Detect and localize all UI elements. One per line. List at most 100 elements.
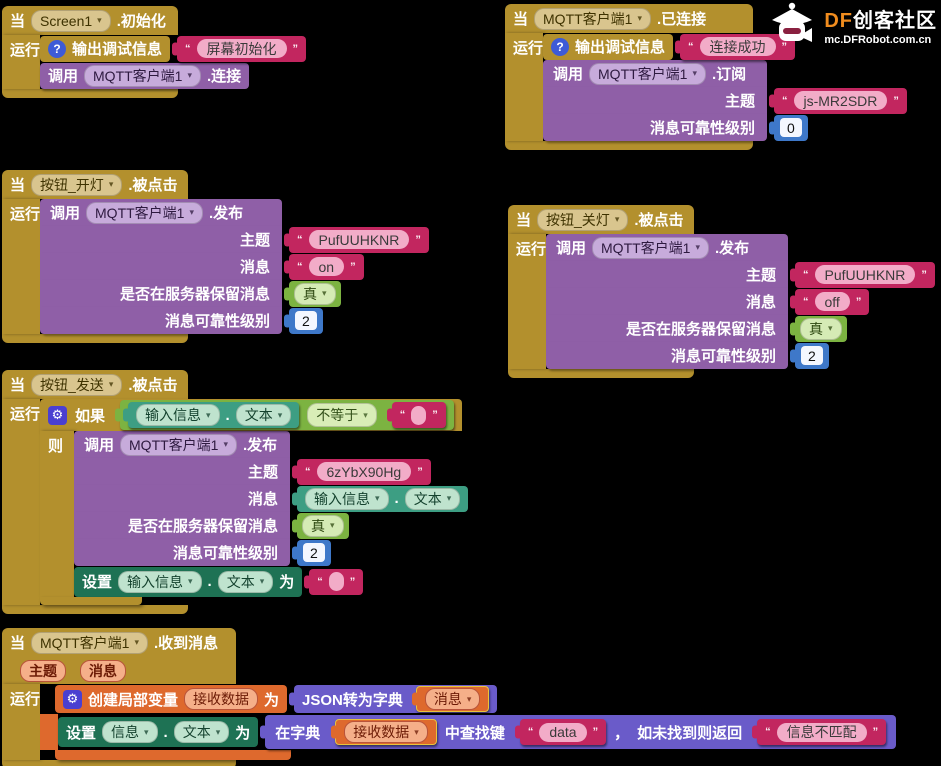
question-icon[interactable]: ? xyxy=(551,37,569,56)
component-dropdown[interactable]: Screen1 ▾ xyxy=(31,9,111,32)
call-publish-block[interactable]: 调用 MQTT客户端1 ▾ .发布 主题 xyxy=(74,431,469,566)
component-dropdown[interactable]: 按钮_发送 ▾ xyxy=(31,373,123,396)
debug-info-block[interactable]: ? 输出调试信息 xyxy=(543,33,674,60)
variable-dropdown[interactable]: 消息 ▾ xyxy=(424,688,481,710)
property-dropdown[interactable]: 文本 ▾ xyxy=(173,721,230,743)
property-dropdown[interactable]: 文本 ▾ xyxy=(404,487,461,510)
call-subscribe-block[interactable]: 调用 MQTT客户端1 ▾ .订阅 主题 “ xyxy=(543,60,907,141)
string-block-fallback[interactable]: “ 信息不匹配 ” xyxy=(757,719,887,745)
empty-string-block[interactable]: “ ” xyxy=(391,402,446,428)
dict-lookup-block[interactable]: 在字典 接收数据 ▾ 中查找键 “ data ” xyxy=(265,715,897,749)
string-value[interactable]: data xyxy=(539,722,587,742)
component-dropdown[interactable]: MQTT客户端1 ▾ xyxy=(592,236,709,259)
debug-info-block[interactable]: ? 输出调试信息 xyxy=(40,35,171,62)
event-block-mqtt-connected[interactable]: 当 MQTT客户端1 ▾ .已连接 运行 ? 输出调试信息 “ 连接成 xyxy=(505,4,907,150)
string-block-topic[interactable]: “ PufUUHKNR ” xyxy=(289,226,429,253)
local-variable-block[interactable]: ⚙ 创建局部变量 接收数据 为 xyxy=(55,685,288,713)
component-dropdown[interactable]: 按钮_开灯 ▾ xyxy=(31,173,123,196)
number-block-qos[interactable]: 2 xyxy=(297,539,331,566)
number-block-qos[interactable]: 2 xyxy=(795,342,829,369)
call-connect-block[interactable]: 调用 MQTT客户端1 ▾ .连接 xyxy=(40,62,250,89)
number-value[interactable]: 0 xyxy=(780,118,802,137)
call-publish-block[interactable]: 调用 MQTT客户端1 ▾ .发布 主题 “ PufUUHKNR xyxy=(546,234,935,369)
string-block-topic[interactable]: “ js-MR2SDR ” xyxy=(774,87,907,114)
event-block-btn-send[interactable]: 当 按钮_发送 ▾ .被点击 运行 ⚙ 如果 xyxy=(2,370,469,614)
json-to-dict-block[interactable]: JSON转为字典 消息 ▾ xyxy=(294,685,498,713)
component-dropdown[interactable]: 输入信息 ▾ xyxy=(136,404,220,426)
variable-getter-block[interactable]: 消息 ▾ xyxy=(415,686,490,712)
variable-dropdown[interactable]: 接收数据 ▾ xyxy=(344,721,428,743)
string-block[interactable]: “ 屏幕初始化 ” xyxy=(177,35,307,62)
property-setter-block[interactable]: 设置 信息 ▾ . 文本 ▾ 为 xyxy=(58,717,259,747)
string-block-topic[interactable]: “ 6zYbX90Hg ” xyxy=(297,458,431,485)
string-value[interactable] xyxy=(411,405,427,425)
param-message[interactable]: 消息 xyxy=(80,659,126,682)
string-value[interactable]: js-MR2SDR xyxy=(793,91,888,110)
component-dropdown[interactable]: 按钮_关灯 ▾ xyxy=(537,208,629,231)
string-value[interactable]: 信息不匹配 xyxy=(776,722,867,742)
event-header[interactable]: 当 按钮_开灯 ▾ .被点击 xyxy=(2,170,188,199)
component-dropdown[interactable]: 输入信息 ▾ xyxy=(118,570,202,593)
event-header[interactable]: 当 按钮_发送 ▾ .被点击 xyxy=(2,370,188,399)
variable-getter-block[interactable]: 接收数据 ▾ xyxy=(335,719,437,745)
param-topic[interactable]: 主题 xyxy=(20,659,66,682)
string-value[interactable]: 连接成功 xyxy=(699,37,776,56)
component-dropdown[interactable]: MQTT客户端1 ▾ xyxy=(534,7,651,30)
string-block-message[interactable]: “ off ” xyxy=(795,288,870,315)
property-dropdown[interactable]: 文本 ▾ xyxy=(217,570,274,593)
number-block-qos[interactable]: 0 xyxy=(774,114,808,141)
string-block-key[interactable]: “ data ” xyxy=(519,719,607,745)
component-dropdown[interactable]: 信息 ▾ xyxy=(102,721,158,743)
if-block[interactable]: ⚙ 如果 输入信息 ▾ . 文本 ▾ xyxy=(40,399,469,605)
string-value[interactable]: 屏幕初始化 xyxy=(196,39,287,58)
string-value[interactable]: PufUUHKNR xyxy=(814,265,916,284)
number-value[interactable]: 2 xyxy=(303,543,325,562)
not-equal-condition-block[interactable]: 输入信息 ▾ . 文本 ▾ 不等于 xyxy=(120,400,454,430)
event-block-btn-off[interactable]: 当 按钮_关灯 ▾ .被点击 运行 调用 MQTT客户端1 ▾ xyxy=(508,205,935,378)
property-getter-block[interactable]: 输入信息 ▾ . 文本 ▾ xyxy=(297,485,469,512)
string-block[interactable]: “ 连接成功 ” xyxy=(680,33,796,60)
if-header[interactable]: ⚙ 如果 输入信息 ▾ . 文本 ▾ xyxy=(40,399,462,431)
boolean-block-true[interactable]: 真 ▾ xyxy=(795,315,847,342)
number-value[interactable]: 2 xyxy=(801,346,823,365)
component-dropdown[interactable]: MQTT客户端1 ▾ xyxy=(31,631,148,654)
string-value[interactable]: PufUUHKNR xyxy=(308,230,410,249)
empty-string-block[interactable]: “ ” xyxy=(309,568,364,595)
call-publish-block[interactable]: 调用 MQTT客户端1 ▾ .发布 主题 “ PufUUHKNR xyxy=(40,199,429,334)
property-setter-block[interactable]: 设置 输入信息 ▾ . 文本 ▾ xyxy=(74,566,303,597)
event-block-screen-init[interactable]: 当 Screen1 ▾ .初始化 运行 ? 输出调试信息 “ 屏幕初始 xyxy=(2,6,307,98)
number-block-qos[interactable]: 2 xyxy=(289,307,323,334)
string-value[interactable]: off xyxy=(814,292,850,311)
boolean-block-true[interactable]: 真 ▾ xyxy=(289,280,341,307)
variable-name-field[interactable]: 接收数据 xyxy=(184,688,259,710)
component-dropdown[interactable]: MQTT客户端1 ▾ xyxy=(86,201,203,224)
component-dropdown[interactable]: MQTT客户端1 ▾ xyxy=(120,433,237,456)
event-block-mqtt-received[interactable]: 当 MQTT客户端1 ▾ .收到消息 主题 消息 运行 ⚙ 创建局部变量 接收数… xyxy=(2,628,897,766)
component-dropdown[interactable]: MQTT客户端1 ▾ xyxy=(84,64,201,87)
property-getter-block[interactable]: 输入信息 ▾ . 文本 ▾ xyxy=(128,402,300,428)
string-value[interactable] xyxy=(328,572,344,591)
number-value[interactable]: 2 xyxy=(295,311,317,330)
property-dropdown[interactable]: 文本 ▾ xyxy=(235,404,292,426)
question-icon[interactable]: ? xyxy=(48,39,66,58)
gear-icon[interactable]: ⚙ xyxy=(48,405,67,425)
component-dropdown[interactable]: MQTT客户端1 ▾ xyxy=(589,62,706,85)
gear-icon[interactable]: ⚙ xyxy=(63,689,82,709)
event-header[interactable]: 当 MQTT客户端1 ▾ .已连接 xyxy=(505,4,753,33)
string-block-topic[interactable]: “ PufUUHKNR ” xyxy=(795,261,935,288)
component-dropdown[interactable]: 输入信息 ▾ xyxy=(305,487,389,510)
boolean-dropdown[interactable]: 真 ▾ xyxy=(800,317,842,340)
event-header[interactable]: 当 MQTT客户端1 ▾ .收到消息 xyxy=(2,628,236,657)
boolean-block-true[interactable]: 真 ▾ xyxy=(297,512,349,539)
event-header[interactable]: 当 按钮_关灯 ▾ .被点击 xyxy=(508,205,694,234)
boolean-dropdown[interactable]: 真 ▾ xyxy=(294,282,336,305)
event-block-btn-on[interactable]: 当 按钮_开灯 ▾ .被点击 运行 调用 MQTT客户端1 ▾ xyxy=(2,170,429,343)
string-value[interactable]: 6zYbX90Hg xyxy=(316,462,412,481)
boolean-dropdown[interactable]: 真 ▾ xyxy=(302,514,344,537)
event-header[interactable]: 当 Screen1 ▾ .初始化 xyxy=(2,6,178,35)
variable-name: 接收数据 xyxy=(353,724,410,740)
operator-dropdown[interactable]: 不等于 ▾ xyxy=(307,403,377,427)
string-value[interactable]: on xyxy=(308,257,345,276)
string-block-message[interactable]: “ on ” xyxy=(289,253,364,280)
